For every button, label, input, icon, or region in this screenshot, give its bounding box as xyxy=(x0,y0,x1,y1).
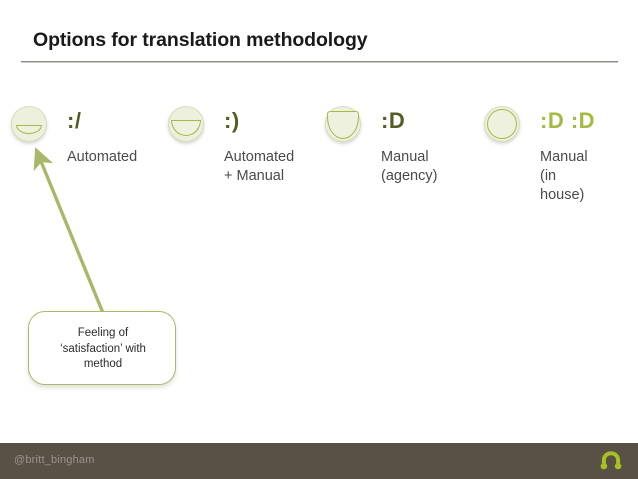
smiley-disc-level-1-icon xyxy=(11,106,47,142)
option-label: Automated xyxy=(67,149,138,165)
disc-fill xyxy=(487,109,517,139)
emote-label: :D xyxy=(381,108,406,133)
callout-text: Feeling of ‘satisfaction’ with method xyxy=(60,327,146,370)
option-label: Manual (in house) xyxy=(540,149,588,203)
emote-label: :D :D xyxy=(540,108,596,133)
smiley-disc-level-3-icon xyxy=(325,106,361,142)
smiley-disc-level-2-icon xyxy=(168,106,204,142)
disc-fill xyxy=(16,125,42,134)
emote-label: :) xyxy=(224,108,240,133)
footer-handle: @britt_bingham xyxy=(14,454,95,466)
page-title: Options for translation methodology xyxy=(33,29,368,51)
option-label: Automated + Manual xyxy=(224,149,295,184)
disc-fill xyxy=(327,111,359,139)
disc-fill xyxy=(171,120,201,136)
slideshare-arch-logo-icon[interactable] xyxy=(598,449,624,473)
footer-bar: @britt_bingham xyxy=(0,443,638,479)
emote-label: :/ xyxy=(67,108,82,133)
smiley-disc-level-4-icon xyxy=(484,106,520,142)
callout-box: Feeling of ‘satisfaction’ with method xyxy=(28,311,176,385)
option-label: Manual (agency) xyxy=(381,149,438,184)
title-divider xyxy=(21,61,618,63)
